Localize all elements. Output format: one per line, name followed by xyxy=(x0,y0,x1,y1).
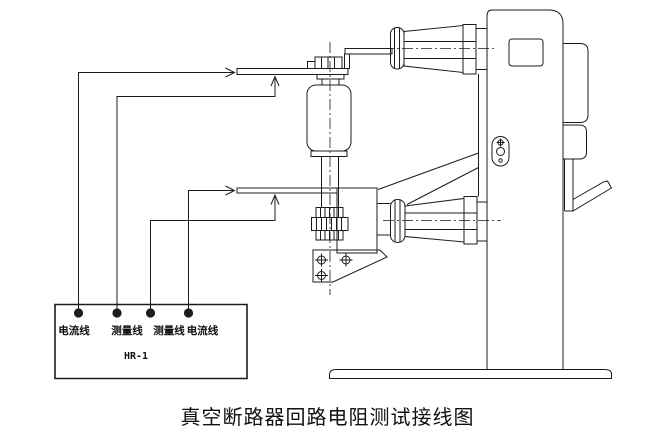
actuator-housing-lower xyxy=(563,125,587,159)
upper-conductor-core xyxy=(404,42,476,59)
interlock-keyhole-icon xyxy=(492,137,509,167)
arrowhead-right-icon xyxy=(226,68,235,77)
loop-resistance-tester: 电流线 测量线 测量线 电流线 HR-1 xyxy=(55,305,247,379)
test-leads xyxy=(79,68,280,313)
tester-terminal-dot xyxy=(183,308,194,318)
top-clamp-step xyxy=(308,62,316,69)
tester-box xyxy=(55,305,247,379)
upper-conductor-riser xyxy=(345,54,350,69)
tester-terminal-dot xyxy=(112,308,122,318)
frame-cabinet xyxy=(487,10,563,370)
frame-base xyxy=(330,370,612,379)
diagram-caption: 真空断路器回路电阻测试接线图 xyxy=(180,407,475,429)
support-bracket-diagonals xyxy=(378,153,479,205)
upper-conductor-bar xyxy=(345,49,392,55)
bolt-icon xyxy=(315,269,328,282)
interrupter-neck xyxy=(322,79,339,85)
potential-lead-wire-upper xyxy=(117,79,275,314)
terminal-label: 测量线 xyxy=(111,324,143,337)
upper-flange-rings xyxy=(395,28,400,69)
current-lead-wire-lower xyxy=(189,191,234,314)
upper-bushing xyxy=(391,25,488,75)
tester-model-label: HR-1 xyxy=(124,351,148,362)
current-lead-wire-upper xyxy=(79,73,234,314)
arrowhead-up-icon xyxy=(271,77,279,87)
frame-window xyxy=(509,39,543,66)
breaker-frame xyxy=(330,10,612,379)
bolt-icon xyxy=(315,254,328,267)
terminal-label: 电流线 xyxy=(187,324,219,337)
support-plate xyxy=(313,250,387,282)
actuator-housing-upper xyxy=(563,44,588,123)
interrupter-top-flange xyxy=(317,75,344,80)
bolt-icon xyxy=(340,254,353,267)
moving-stem xyxy=(322,157,339,208)
lower-bushing-neck xyxy=(377,204,391,236)
lower-bushing xyxy=(377,153,487,244)
handle-bracket xyxy=(565,159,574,211)
lower-mount-lines xyxy=(477,202,487,241)
operating-handle xyxy=(573,181,612,211)
tester-terminal-dot xyxy=(73,308,84,318)
mechanism-housing xyxy=(337,188,377,253)
top-clamp-segments xyxy=(322,57,335,69)
center-lines xyxy=(330,42,501,295)
upper-bushing-end xyxy=(463,25,476,75)
breaker-pole xyxy=(237,49,392,283)
terminal-label: 测量线 xyxy=(153,324,185,337)
tester-terminal-dot xyxy=(145,308,156,318)
arrowhead-right-icon xyxy=(226,186,235,195)
potential-lead-wire-lower xyxy=(151,197,276,313)
upper-mount-lines xyxy=(476,29,487,70)
vacuum-interrupter xyxy=(307,85,351,151)
arrowhead-up-icon xyxy=(271,195,279,205)
interrupter-bottom-flange xyxy=(311,151,347,157)
upper-terminal-bar xyxy=(237,69,348,75)
lower-flange-rings xyxy=(395,200,400,242)
upper-bushing-cone xyxy=(404,26,463,73)
terminal-label: 电流线 xyxy=(58,324,90,337)
lower-conductor-core xyxy=(405,213,477,230)
lower-bushing-flange xyxy=(391,200,406,243)
